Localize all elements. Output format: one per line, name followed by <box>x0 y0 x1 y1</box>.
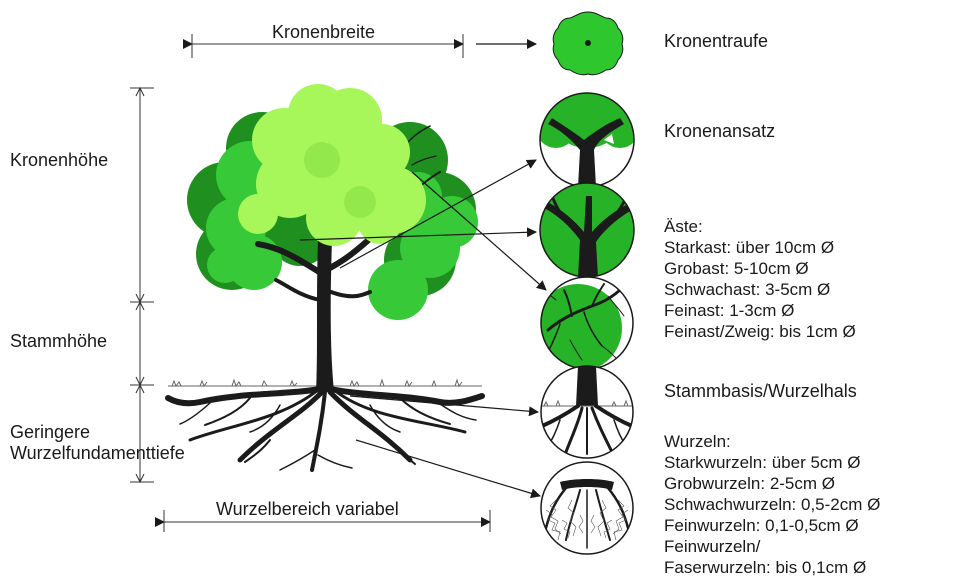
roots-icon <box>540 462 634 554</box>
trunk-base-icon <box>540 366 634 458</box>
branches-item: Schwachast: 3-5cm Ø <box>664 279 856 300</box>
branches-item: Grobast: 5-10cm Ø <box>664 258 856 279</box>
roots-item: Faserwurzeln: bis 0,1cm Ø <box>664 557 880 578</box>
roots-title: Wurzeln: <box>664 431 880 452</box>
roots-item: Schwachwurzeln: 0,5-2cm Ø <box>664 494 880 515</box>
root-depth-label-line2: Wurzelfundamenttiefe <box>10 443 185 463</box>
fine-branches-icon <box>534 277 634 372</box>
branches-item: Feinast/Zweig: bis 1cm Ø <box>664 321 856 342</box>
trunk-height-label: Stammhöhe <box>10 331 107 351</box>
roots-item: Starkwurzeln: über 5cm Ø <box>664 452 880 473</box>
branches-item: Feinast: 1-3cm Ø <box>664 300 856 321</box>
roots-item: Feinwurzeln/ <box>664 536 880 557</box>
crown-base-label: Kronenansatz <box>664 121 775 141</box>
drip-line-icon <box>553 12 623 75</box>
vertical-height-dimension <box>130 88 154 482</box>
roots-list: Wurzeln: Starkwurzeln: über 5cm Ø Grobwu… <box>664 431 880 578</box>
branches-list: Äste: Starkast: über 10cm Ø Grobast: 5-1… <box>664 216 856 342</box>
root-zone-label: Wurzelbereich variabel <box>212 499 403 519</box>
crown-height-label: Kronenhöhe <box>10 150 108 170</box>
root-depth-label-line1: Geringere <box>10 422 90 442</box>
drip-line-label: Kronentraufe <box>664 31 768 51</box>
root-system <box>168 388 482 470</box>
roots-item: Grobwurzeln: 2-5cm Ø <box>664 473 880 494</box>
branches-title: Äste: <box>664 216 856 237</box>
crown-base-icon <box>536 68 640 187</box>
roots-item: Feinwurzeln: 0,1-0,5cm Ø <box>664 515 880 536</box>
crown-left-lower <box>207 247 243 283</box>
trunk-base-label: Stammbasis/Wurzelhals <box>664 381 857 401</box>
crown-width-label: Kronenbreite <box>268 22 379 42</box>
branches-item: Starkast: über 10cm Ø <box>664 237 856 258</box>
trunk <box>316 240 334 392</box>
tree-illustration <box>168 84 482 470</box>
branches-icon <box>540 183 634 277</box>
